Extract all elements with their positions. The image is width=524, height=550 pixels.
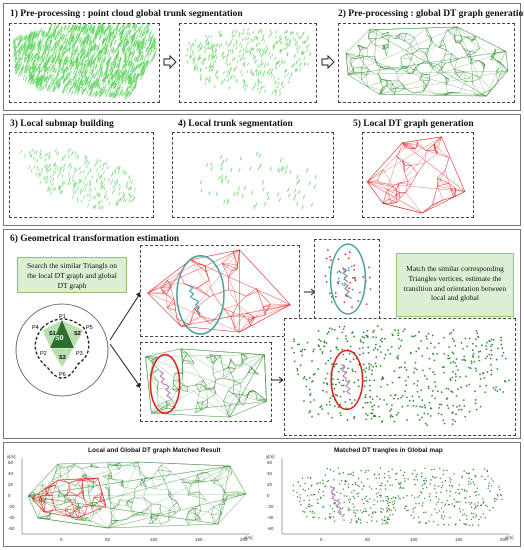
global-matched-points-graphic bbox=[291, 325, 510, 427]
p6-label: P6 bbox=[59, 372, 66, 378]
match-note: Match the similar corresponding Triangle… bbox=[396, 253, 514, 317]
left-ytick: -40 bbox=[8, 515, 15, 520]
right-ylabel: y[m] bbox=[266, 454, 275, 459]
right-ytick: 60 bbox=[267, 460, 273, 465]
global-trunk-graphic bbox=[185, 28, 312, 97]
panel-results bbox=[3, 442, 521, 547]
matched-triangles-chart bbox=[281, 458, 510, 535]
p5-label: P5 bbox=[86, 325, 93, 331]
right-ytick: 20 bbox=[267, 482, 273, 487]
global-point-cloud-image bbox=[9, 23, 160, 103]
p1-label: P1 bbox=[59, 314, 66, 320]
local-dt-matched-graphic bbox=[147, 249, 291, 335]
global-point-cloud-graphic bbox=[12, 24, 158, 100]
local-matched-points-graphic bbox=[324, 243, 372, 315]
global-matched-points-image bbox=[284, 318, 516, 436]
right-ytick: -40 bbox=[267, 515, 274, 520]
branch-arrows-icon bbox=[109, 291, 142, 389]
step-5-label: 5) Local DT graph generation bbox=[353, 119, 474, 129]
triangle-neighborhood-diagram: S0 S1 S2 S3 P1 P2 P3 P4 P5 P6 bbox=[15, 303, 109, 397]
s3-label: S3 bbox=[59, 355, 66, 361]
left-ytick: -60 bbox=[8, 526, 15, 531]
p2-label: P2 bbox=[40, 351, 47, 357]
right-xlabel: x[m] bbox=[505, 535, 514, 540]
s0-label: S0 bbox=[55, 335, 64, 342]
matched-result-chart bbox=[21, 458, 250, 535]
left-xtick: 0 bbox=[60, 537, 63, 542]
left-chart-title: Local and Global DT graph Matched Result bbox=[88, 447, 221, 454]
right-xtick: 200 bbox=[500, 537, 508, 542]
s2-label: S2 bbox=[74, 331, 81, 337]
left-ytick: 60 bbox=[8, 460, 14, 465]
right-ytick: -60 bbox=[267, 526, 274, 531]
local-submap-graphic bbox=[20, 147, 136, 210]
global-dt-graph-image bbox=[338, 23, 515, 103]
right-xtick: 0 bbox=[320, 537, 323, 542]
right-xtick: 150 bbox=[455, 537, 463, 542]
global-dt-graph-graphic bbox=[345, 26, 509, 97]
left-xtick: 50 bbox=[105, 537, 111, 542]
global-trunk-segmentation-image bbox=[179, 23, 317, 103]
left-ytick: 0 bbox=[8, 493, 11, 498]
left-ytick: 40 bbox=[8, 471, 14, 476]
step-3-label: 3) Local submap building bbox=[10, 119, 114, 129]
local-dt-graph-image bbox=[362, 132, 474, 218]
global-dt-matched-image bbox=[140, 342, 272, 422]
local-submap-image bbox=[9, 132, 154, 218]
right-arrow-icon bbox=[321, 55, 335, 69]
left-ylabel: y[m] bbox=[7, 454, 16, 459]
p4-label: P4 bbox=[32, 325, 39, 331]
local-trunk-graphic bbox=[199, 151, 317, 210]
local-dt-matched-image bbox=[140, 245, 300, 337]
right-ytick: 40 bbox=[267, 471, 273, 476]
left-ytick: 20 bbox=[8, 482, 14, 487]
right-chart-title: Matched DT trangles in Global map bbox=[334, 447, 443, 454]
step-1-label: 1) Pre-processing : point cloud global t… bbox=[10, 9, 243, 19]
search-note: Search the similar Triangls on the local… bbox=[17, 257, 127, 293]
step-2-label: 2) Pre-processing : global DT graph gene… bbox=[338, 9, 524, 19]
s1-label: S1 bbox=[49, 331, 56, 337]
right-arrow-icon bbox=[163, 55, 177, 69]
left-ytick: -20 bbox=[8, 504, 15, 509]
left-xtick: 150 bbox=[195, 537, 203, 542]
right-ytick: -20 bbox=[267, 504, 274, 509]
local-dt-graph-graphic bbox=[366, 136, 466, 214]
right-arrow-icon bbox=[272, 376, 284, 384]
local-matched-points-image bbox=[314, 239, 380, 319]
right-xtick: 50 bbox=[365, 537, 371, 542]
left-xtick: 100 bbox=[150, 537, 158, 542]
p3-label: P3 bbox=[76, 351, 83, 357]
step-4-label: 4) Local trunk segmentation bbox=[178, 119, 293, 129]
right-ytick: 0 bbox=[267, 493, 270, 498]
right-xtick: 100 bbox=[410, 537, 418, 542]
left-xlabel: x[m] bbox=[244, 535, 253, 540]
step-6-label: 6) Geometrical transformation estimation bbox=[10, 234, 180, 244]
local-trunk-image bbox=[172, 132, 334, 218]
global-dt-matched-graphic bbox=[145, 348, 267, 418]
left-xtick: 200 bbox=[240, 537, 248, 542]
